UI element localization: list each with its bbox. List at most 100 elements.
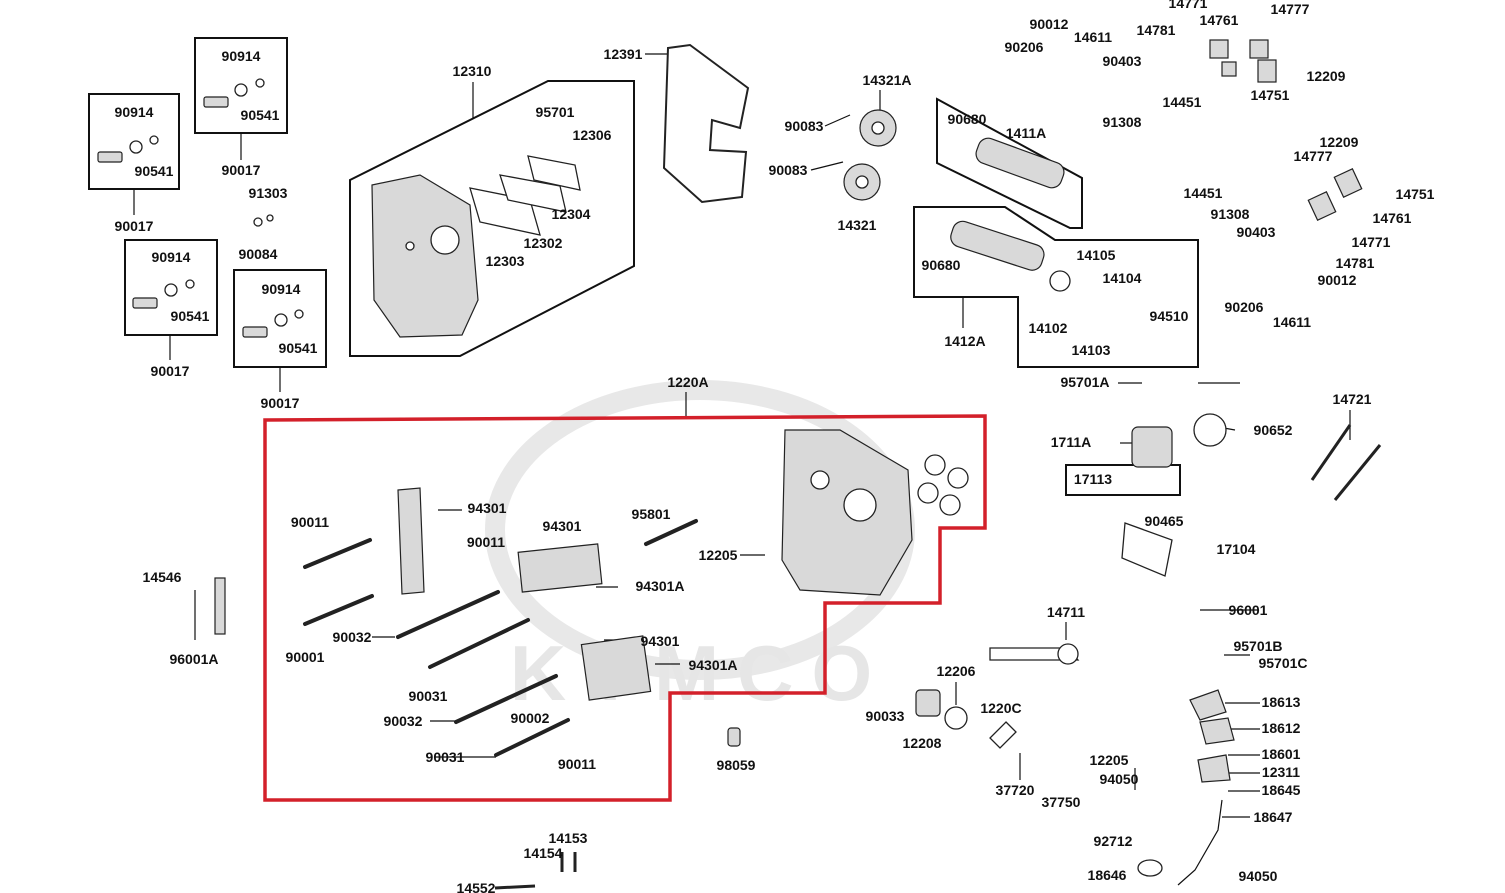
tensioner-assembly [1137,689,1235,886]
tensioner-guide [214,577,226,635]
intake-manifold [1131,413,1227,468]
part-number-label: 12208 [903,735,942,751]
part-number-label: 14781 [1336,255,1375,271]
part-number-label: 90033 [866,708,905,724]
part-number-label: 90083 [769,162,808,178]
cam-holder-lower [580,635,652,701]
part-number-label: 12391 [604,46,643,62]
part-number-label: 14611 [1074,29,1112,45]
part-number-label: 14103 [1072,342,1111,358]
part-number-label: 94050 [1239,868,1278,884]
oil-seal [944,706,968,730]
part-number-label: 95701C [1258,655,1307,671]
part-number-label: 95701B [1233,638,1282,654]
part-number-label: 90083 [785,118,824,134]
part-number-label: 90017 [151,363,190,379]
group-boxes [88,37,1199,496]
sensor [727,727,741,747]
part-number-label: 94301 [468,500,507,516]
part-number-label: 96001A [169,651,218,667]
part-number-label: 95801 [632,506,671,522]
part-number-label: 90206 [1225,299,1264,315]
leader-lines [133,53,1351,818]
valve-springs [1209,39,1363,221]
part-number-label: 12206 [937,663,976,679]
part-number-label: 90914 [152,249,191,265]
part-number-label: 90084 [239,246,278,262]
part-number-label: 90031 [426,749,465,765]
part-number-label: 90017 [115,218,154,234]
part-number-label: 14611 [1273,314,1311,330]
part-number-label: 90465 [1145,513,1184,529]
part-number-label: 90031 [409,688,448,704]
part-number-label: 91308 [1211,206,1250,222]
part-number-label: 90032 [384,713,423,729]
part-number-label: 18645 [1262,782,1301,798]
part-number-label: 12310 [453,63,492,79]
part-number-label: 14721 [1333,391,1372,407]
part-number-label: 94301 [543,518,582,534]
part-number-label: 94301A [635,578,684,594]
part-number-label: 12205 [1090,752,1129,768]
bolt-set [97,78,304,338]
part-number-label: 91308 [1103,114,1142,130]
reed-plates [469,155,581,236]
part-number-label: 14105 [1077,247,1116,263]
part-number-label: 12306 [573,127,612,143]
part-number-label: 90017 [261,395,300,411]
part-number-label: 14153 [549,830,588,846]
part-number-label: 12209 [1307,68,1346,84]
part-number-label: 1220C [980,700,1021,716]
part-number-label: 98059 [717,757,756,773]
part-number-label: 14321 [838,217,877,233]
part-number-label: 94510 [1150,308,1189,324]
part-number-label: 18612 [1262,720,1301,736]
part-number-label: 90012 [1030,16,1069,32]
part-number-label: 90914 [115,104,154,120]
part-number-label: 14777 [1271,1,1310,17]
cover-gasket [662,43,750,204]
part-number-label: 90680 [948,111,987,127]
part-number-label: 14154 [524,845,563,861]
part-number-label: 90541 [171,308,210,324]
part-number-label: 95701A [1060,374,1109,390]
part-number-label: 37720 [996,782,1035,798]
part-number-label: 14546 [143,569,182,585]
part-number-label: 94050 [1100,771,1139,787]
valve-cover [371,174,479,338]
part-number-label: 90680 [922,257,961,273]
part-number-label: 14781 [1137,22,1176,38]
part-number-label: 90541 [279,340,318,356]
part-number-label: 90011 [467,534,505,550]
rocker-arms [989,643,1080,749]
part-number-label: 1412A [944,333,985,349]
part-number-label: 94301 [641,633,680,649]
part-number-label: 14102 [1029,320,1068,336]
chain-guide [397,487,425,595]
part-number-label: 14321A [862,72,911,88]
part-number-label: 90914 [262,281,301,297]
part-number-label: 14451 [1184,185,1223,201]
part-number-label: 90541 [135,163,174,179]
part-number-label: 92712 [1094,833,1133,849]
part-sketches [97,39,1382,890]
part-number-label: 18647 [1254,809,1293,825]
part-number-label: 95701 [536,104,575,120]
part-number-label: 1411A [1006,125,1046,141]
part-number-label: 12303 [486,253,525,269]
part-number-label: 14451 [1163,94,1202,110]
part-number-label: 90002 [511,710,550,726]
part-number-label: 90017 [222,162,261,178]
part-number-label: 96001 [1229,602,1268,618]
part-number-label: 14771 [1169,0,1208,11]
part-number-label: 90032 [333,629,372,645]
part-number-label: 90541 [241,107,280,123]
part-number-label: 90652 [1254,422,1293,438]
camshafts [950,137,1071,292]
part-number-label: 90012 [1318,272,1357,288]
part-number-label: 12304 [552,206,591,222]
part-number-label: 18613 [1262,694,1301,710]
sprockets [843,109,897,201]
